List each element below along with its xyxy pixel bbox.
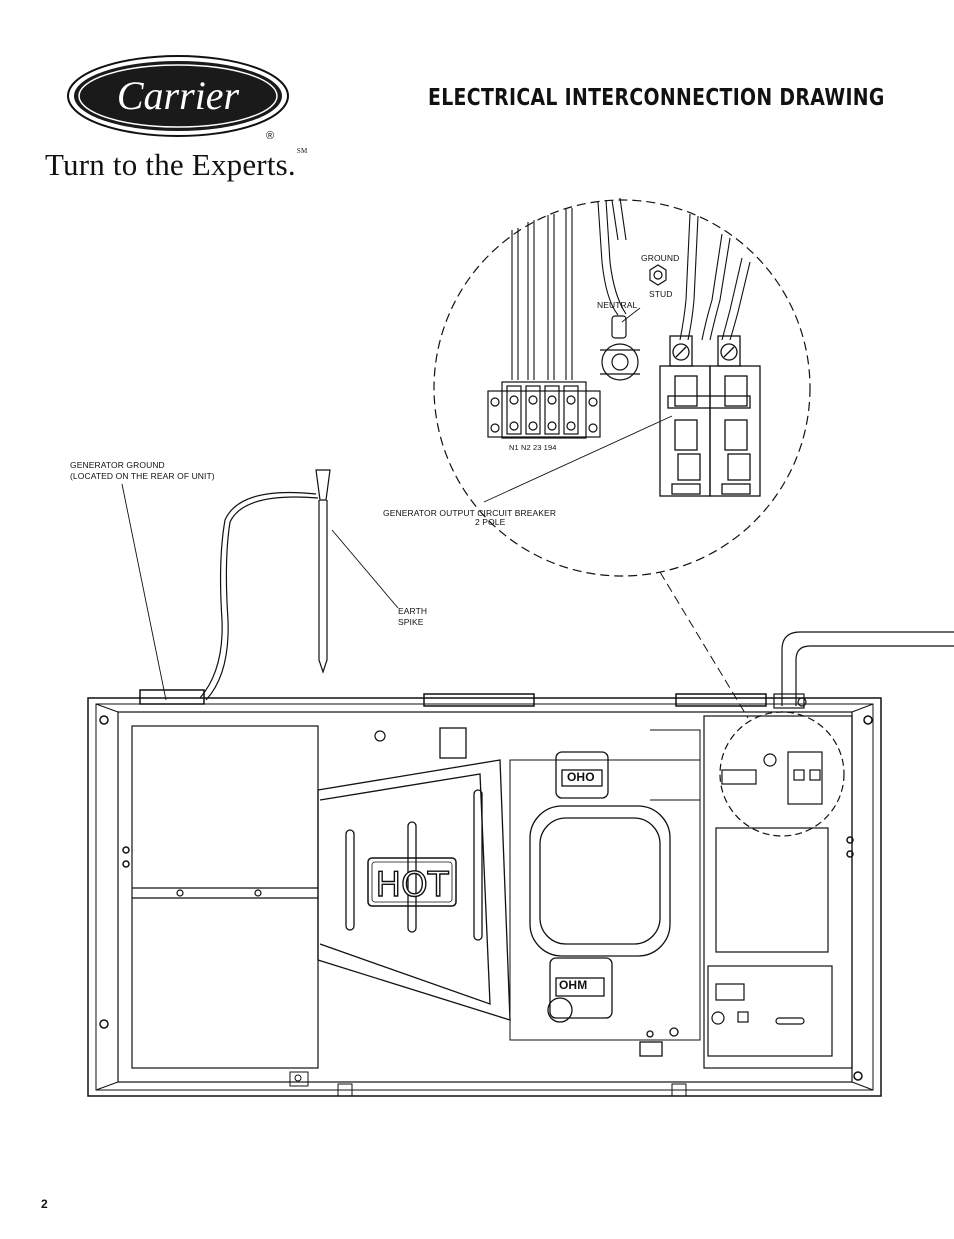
neutral-label: NEUTRAL (597, 300, 638, 310)
left-compartment (131, 725, 386, 1069)
brand-text: Carrier (117, 73, 240, 118)
neutral-lug (600, 315, 640, 381)
earth-spike-label-bottom: SPIKE (398, 617, 424, 627)
base-details (289, 1071, 687, 1097)
engine-assembly (317, 727, 701, 1057)
tagline-text: Turn to the Experts. (45, 147, 296, 182)
generator-housing (87, 689, 882, 1097)
ground-stud-label-bottom: STUD (649, 289, 673, 299)
tagline-mark: SM (296, 147, 308, 155)
carrier-logo: Carrier ® (67, 55, 289, 142)
control-panel (703, 697, 853, 1069)
breaker-label-bottom: 2 POLE (475, 517, 506, 527)
page-title: ELECTRICAL INTERCONNECTION DRAWING (428, 85, 885, 111)
circuit-breaker (659, 335, 761, 497)
oil-label-top: OHO (567, 770, 595, 784)
oil-label-bottom: OHM (559, 978, 588, 992)
leader-lines (121, 307, 673, 701)
terminal-block (487, 381, 601, 439)
page-number: 2 (41, 1197, 48, 1211)
hot-text: HOT (375, 865, 448, 905)
tagline: Turn to the Experts.SM (45, 147, 307, 183)
detail-wires (511, 197, 751, 380)
breaker-label-top: GENERATOR OUTPUT CIRCUIT BREAKER (383, 508, 557, 518)
generator-ground-label-top: GENERATOR GROUND (70, 460, 165, 470)
terminal-labels: N1 N2 23 194 (509, 443, 557, 452)
registered-mark: ® (266, 130, 274, 142)
earth-spike (199, 469, 331, 701)
ground-stud-label-top: GROUND (641, 253, 680, 263)
earth-spike-label-top: EARTH (398, 606, 428, 616)
ground-stud (649, 264, 667, 286)
conduit (773, 631, 954, 709)
generator-ground-label-bottom: (LOCATED ON THE REAR OF UNIT) (70, 471, 215, 481)
hot-sign: HOT (367, 857, 457, 907)
